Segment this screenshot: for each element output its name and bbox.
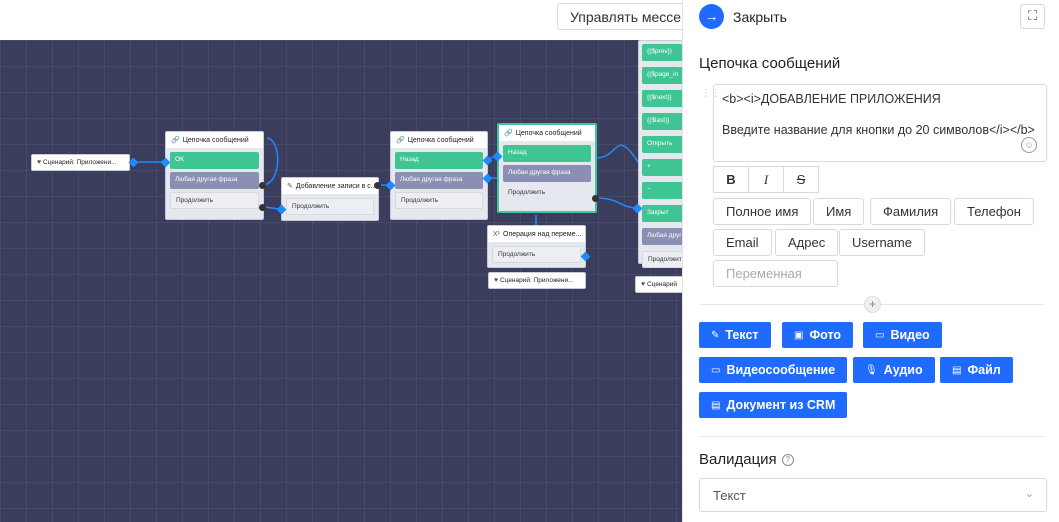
var-email-button[interactable]: Email (713, 229, 772, 256)
validation-select[interactable]: Текст ⌄ (699, 478, 1047, 512)
node-row-any-phrase[interactable]: Любая друг (642, 228, 682, 245)
drag-handle-icon[interactable]: ⋮⋮ (701, 88, 721, 99)
node-row-last[interactable]: {{$last}} (642, 113, 682, 130)
node-header: X¹ Операция над переме... (488, 226, 585, 242)
link-icon: 🔗 (171, 137, 180, 144)
node-header: 🔗 Цепочка сообщений (166, 132, 263, 148)
node-row-continue[interactable]: Продолжит (642, 251, 682, 268)
editor-line-2: Введите название для кнопки до 20 символ… (722, 123, 1035, 137)
var-first-name-button[interactable]: Имя (813, 198, 865, 225)
flow-canvas[interactable]: ♥ Сценарий: Приложени... 🔗 Цепочка сообщ… (0, 40, 682, 522)
validation-label: Валидация? (699, 451, 794, 468)
add-audio-button[interactable]: 🎙Аудио (853, 357, 935, 383)
panel-title: Цепочка сообщений (699, 55, 841, 72)
add-record-node[interactable]: ✎ Добавление записи в с... Продолжить (281, 177, 379, 221)
manage-messengers-button[interactable]: Управлять мессенд (557, 3, 697, 30)
strikethrough-button[interactable]: S (783, 166, 819, 193)
var-address-button[interactable]: Адрес (775, 229, 839, 256)
node-header: ✎ Добавление записи в с... (282, 178, 378, 194)
node-row-continue[interactable]: Продолжить (395, 192, 483, 209)
connector-dot[interactable] (592, 195, 599, 202)
node-row-prev[interactable]: {{$prev}} (642, 44, 682, 61)
node-row-any-phrase[interactable]: Любая другая фраза (503, 165, 591, 182)
node-row-continue[interactable]: Продолжить (492, 246, 581, 263)
scenario-node-start[interactable]: ♥ Сценарий: Приложени... (31, 154, 130, 171)
microphone-icon: 🎙 (865, 364, 878, 376)
var-phone-button[interactable]: Телефон (954, 198, 1034, 225)
node-row-continue[interactable]: Продолжить (170, 192, 259, 209)
node-row-back[interactable]: Назад (395, 152, 483, 169)
var-full-name-button[interactable]: Полное имя (713, 198, 812, 225)
add-video-button[interactable]: ▭Видео (863, 322, 942, 348)
add-file-button[interactable]: ▤Файл (940, 357, 1013, 383)
node-row-next[interactable]: {{$next}} (642, 90, 682, 107)
message-text-editor[interactable]: <b><i>ДОБАВЛЕНИЕ ПРИЛОЖЕНИЯ Введите назв… (713, 84, 1047, 162)
connector-dot[interactable] (259, 204, 266, 211)
connector-dot[interactable] (374, 182, 381, 189)
node-row-ok[interactable]: OK (170, 152, 259, 169)
node-row-minus[interactable]: − (642, 182, 682, 199)
bold-button[interactable]: B (713, 166, 749, 193)
settings-panel: → Закрыть ⛶ Цепочка сообщений ⋮⋮ <b><i>Д… (682, 0, 1059, 522)
node-row-continue[interactable]: Продолжить (508, 189, 546, 196)
node-row-close[interactable]: Закрыт (642, 205, 682, 222)
connector-dot[interactable] (259, 182, 266, 189)
node-header: 🔗 Цепочка сообщений (391, 132, 487, 148)
image-icon: ▣ (794, 329, 804, 341)
close-label[interactable]: Закрыть (733, 9, 787, 25)
help-icon[interactable]: ? (781, 454, 794, 467)
variable-operation-node[interactable]: X¹ Операция над переме... Продолжить (487, 225, 586, 268)
editor-line-1: <b><i>ДОБАВЛЕНИЕ ПРИЛОЖЕНИЯ (722, 92, 941, 106)
video-icon: ▭ (875, 329, 885, 341)
file-icon: ▤ (952, 364, 962, 376)
link-icon: 🔗 (504, 130, 513, 137)
chevron-down-icon: ⌄ (1024, 488, 1034, 500)
var-last-name-button[interactable]: Фамилия (870, 198, 952, 225)
variable-input[interactable]: Переменная (713, 260, 838, 287)
scenario-icon: ♥ (37, 159, 42, 166)
scenario-icon: ♥ (494, 277, 499, 284)
add-block-icon[interactable]: + (864, 296, 881, 313)
divider (699, 436, 1045, 437)
top-bar: Управлять мессенд (0, 0, 697, 40)
message-chain-node-3[interactable]: 🔗 Цепочка сообщений Назад Любая другая ф… (390, 131, 488, 220)
pagination-node[interactable]: {{$prev}} {{$page_in {{$next}} {{$last}}… (638, 40, 682, 268)
video-icon: ▭ (711, 364, 721, 376)
scenario-node-end[interactable]: ♥ Сценарий: Приложени... (488, 272, 586, 289)
node-row-continue[interactable]: Продолжить (286, 198, 374, 215)
add-video-message-button[interactable]: ▭Видеосообщение (699, 357, 848, 383)
expand-icon[interactable]: ⛶ (1020, 4, 1045, 29)
node-row-any-phrase[interactable]: Любая другая фраза (170, 172, 259, 189)
node-header: 🔗 Цепочка сообщений (499, 125, 595, 141)
node-row-page[interactable]: {{$page_in (642, 67, 682, 84)
add-crm-document-button[interactable]: ▤Документ из CRM (699, 392, 848, 418)
link-icon: 🔗 (396, 137, 405, 144)
add-photo-button[interactable]: ▣Фото (782, 322, 854, 348)
italic-button[interactable]: I (748, 166, 784, 193)
node-row-plus[interactable]: + (642, 159, 682, 176)
scenario-node-partial[interactable]: ♥ Сценарий (635, 276, 682, 293)
node-row-any-phrase[interactable]: Любая другая фраза (395, 172, 483, 189)
pencil-icon: ✎ (287, 183, 293, 190)
add-text-button[interactable]: ✎Текст (699, 322, 771, 348)
scenario-icon: ♥ (641, 281, 646, 288)
emoji-icon[interactable]: ☺ (1021, 137, 1037, 153)
function-icon: X¹ (493, 230, 500, 238)
pencil-icon: ✎ (711, 329, 720, 341)
close-arrow-icon[interactable]: → (699, 4, 724, 29)
node-row-back[interactable]: Назад (503, 145, 591, 162)
message-chain-node-1[interactable]: 🔗 Цепочка сообщений OK Любая другая фраз… (165, 131, 264, 220)
node-row-open[interactable]: Открыть (642, 136, 682, 153)
document-icon: ▤ (711, 399, 721, 411)
message-chain-node-selected[interactable]: 🔗 Цепочка сообщений Назад Любая другая ф… (497, 123, 597, 213)
var-username-button[interactable]: Username (839, 229, 925, 256)
